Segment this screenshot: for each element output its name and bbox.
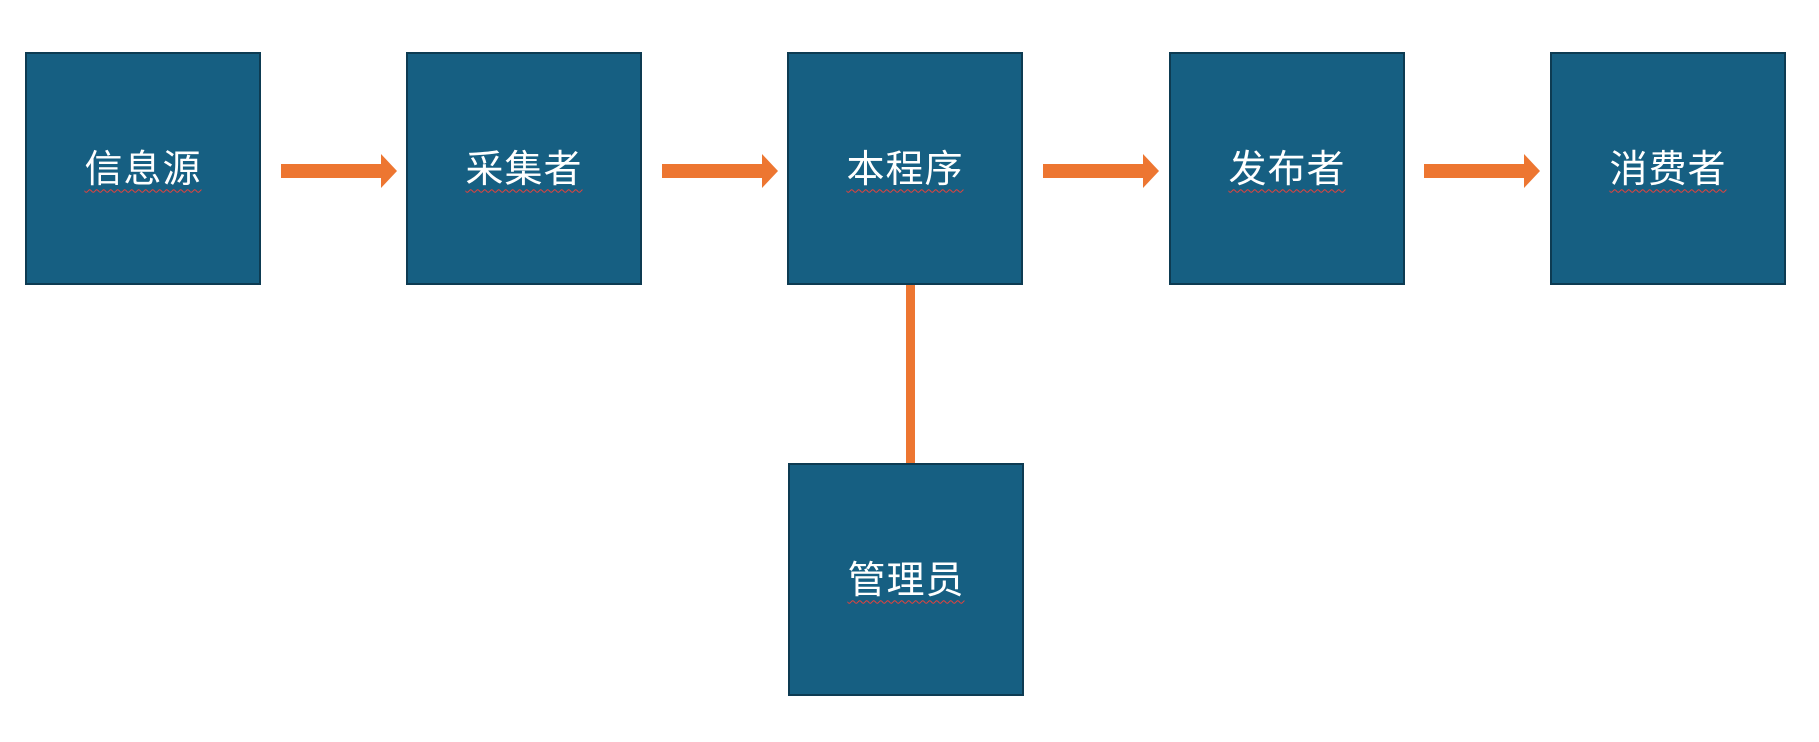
node-label: 消费者 [1609, 146, 1727, 191]
node-label: 管理员 [847, 557, 965, 602]
line-program-to-admin [906, 285, 915, 463]
node-label: 发布者 [1228, 146, 1346, 191]
arrow-collector-to-program [662, 154, 778, 188]
node-administrator: 管理员 [788, 463, 1024, 696]
node-this-program: 本程序 [787, 52, 1023, 285]
node-consumer: 消费者 [1550, 52, 1786, 285]
node-label: 采集者 [465, 146, 583, 191]
arrow-publisher-to-consumer [1424, 154, 1540, 188]
node-information-source: 信息源 [25, 52, 261, 285]
node-label: 信息源 [84, 146, 202, 191]
node-collector: 采集者 [406, 52, 642, 285]
node-label: 本程序 [846, 146, 964, 191]
node-publisher: 发布者 [1169, 52, 1405, 285]
arrow-program-to-publisher [1043, 154, 1159, 188]
arrow-source-to-collector [281, 154, 397, 188]
